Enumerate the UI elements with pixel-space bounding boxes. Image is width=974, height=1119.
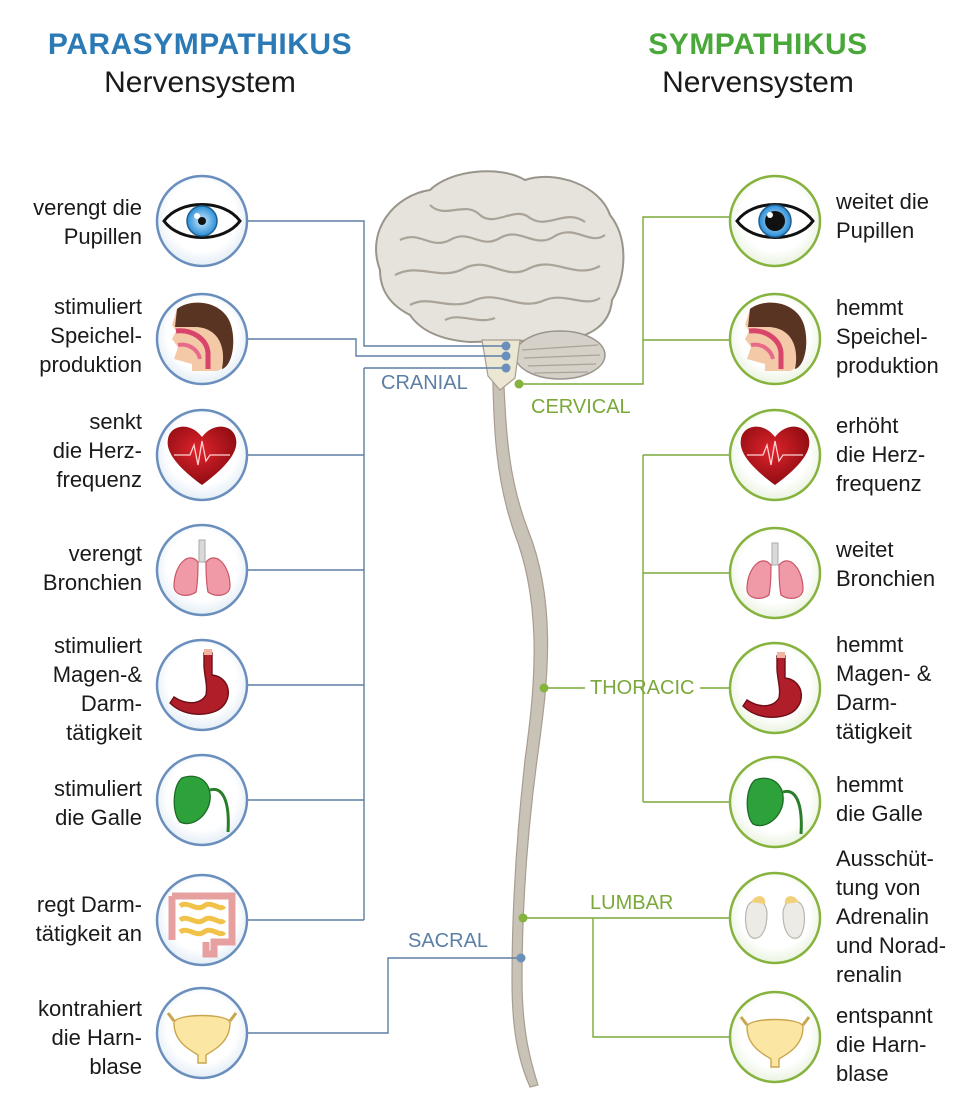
sympathetic-nodes [514, 379, 549, 923]
parasympathetic-nodes [501, 341, 526, 963]
sympathetic-heading: SYMPATHIKUS Nervensystem [578, 28, 938, 100]
gallbladder-icon [173, 775, 230, 833]
sympathetic-title: SYMPATHIKUS [648, 28, 868, 61]
parasympathetic-effect-bronchi: verengt Bronchien [42, 541, 142, 595]
region-label-cervical: CERVICAL [531, 396, 631, 418]
region-label-lumbar: LUMBAR [590, 892, 674, 914]
gallbladder-icon [746, 777, 803, 835]
sympathetic-effect-saliva: hemmt Speichel- produktion [836, 295, 939, 378]
sympathetic-effect-pupils: weitet die Pupillen [836, 189, 929, 243]
eye-icon [162, 203, 242, 239]
parasympathetic-effect-bowel: regt Darm- tätigkeit an [35, 892, 142, 946]
sympathetic-subtitle: Nervensystem [662, 66, 854, 99]
parasympathetic-effect-heart: senkt die Herz- frequenz [52, 409, 142, 492]
region-label-thoracic: THORACIC [590, 677, 695, 699]
parasympathetic-effect-pupils: verengt die Pupillen [33, 195, 142, 249]
parasympathetic-connectors [248, 220, 520, 1034]
bladder-icon [166, 1012, 238, 1064]
intestine-icon [168, 892, 236, 958]
sympathetic-effect-digestion: hemmt Magen- & Darm- tätigkeit [836, 632, 932, 744]
head-salivary-icon [745, 302, 807, 371]
heart-icon [167, 426, 237, 485]
parasympathetic-heading: PARASYMPATHIKUS Nervensystem [20, 28, 380, 100]
sympathetic-connectors [519, 216, 730, 1038]
sympathetic-effect-bladder: entspannt die Harn- blase [836, 1003, 933, 1086]
sympathetic-effect-gall: hemmt die Galle [836, 772, 923, 826]
head-salivary-icon [172, 302, 234, 371]
brain [375, 170, 625, 391]
parasympathetic-subtitle: Nervensystem [104, 66, 296, 99]
lungs-icon [746, 542, 804, 599]
region-label-sacral: SACRAL [408, 930, 489, 952]
parasympathetic-effect-digestion: stimuliert Magen-& Darm- tätigkeit [52, 633, 142, 745]
region-label-cranial: CRANIAL [381, 372, 468, 394]
bladder-icon [739, 1016, 811, 1068]
heart-icon [740, 426, 810, 485]
lungs-icon [173, 539, 231, 596]
stomach-icon [169, 649, 230, 715]
sympathetic-effect-adrenaline: Ausschüt- tung von Adrenalin und Norad- … [836, 846, 947, 987]
parasympathetic-title: PARASYMPATHIKUS [47, 28, 353, 61]
stomach-icon [742, 652, 803, 718]
eye-icon [735, 203, 815, 239]
parasympathetic-effect-saliva: stimuliert Speichel- produktion [39, 294, 142, 377]
parasympathetic-effect-gall: stimuliert die Galle [53, 776, 142, 830]
spinal-cord [491, 344, 549, 1088]
sympathetic-effect-bronchi: weitet Bronchien [836, 537, 936, 591]
sympathetic-effect-heart: erhöht die Herz- frequenz [836, 413, 926, 496]
adrenal-glands-icon [744, 896, 806, 939]
parasympathetic-effect-bladder: kontrahiert die Harn- blase [38, 996, 142, 1079]
